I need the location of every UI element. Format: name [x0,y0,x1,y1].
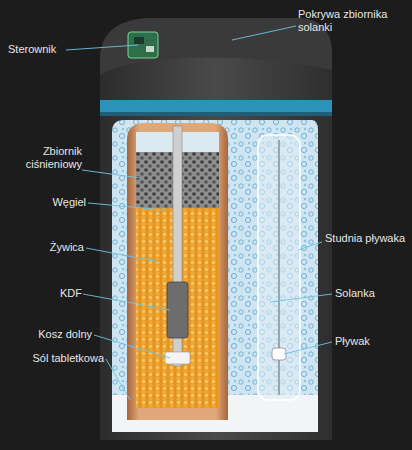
leader-line [82,170,140,178]
float-well [258,135,300,400]
leader-line [94,335,170,358]
part-label: Sól tabletkowa [4,352,104,365]
brine-water [112,120,318,432]
leader-line [270,294,332,302]
part-label: Zbiornik ciśnieniowy [10,145,82,171]
leader-line [88,203,165,210]
leader-line [66,45,138,50]
part-label: Studnia pływaka [325,232,410,245]
part-label: Solanka [335,287,405,300]
band-shadow [100,112,332,116]
part-label: Kosz dolny [10,328,92,341]
cabinet-body [100,18,332,440]
brine-lid [100,18,332,75]
leader-lines [66,26,332,400]
part-label: Żywica [20,241,84,254]
leader-line [106,359,130,400]
teal-band [100,100,332,112]
part-label: Pływak [335,335,405,348]
leader-line [284,342,332,354]
leader-line [83,294,170,310]
part-label: Pokrywa zbiornika solanki [298,8,406,34]
part-label: KDF [30,287,82,300]
part-label: Węgiel [20,196,86,209]
controller-chip [146,46,154,52]
leader-line [232,26,296,40]
controller-chip [134,37,144,44]
leader-line [298,242,322,250]
kdf-cartridge [167,282,188,338]
float [272,348,286,360]
leader-line [86,248,160,262]
pressure-tank [127,123,228,420]
part-label: Sterownik [8,43,78,56]
